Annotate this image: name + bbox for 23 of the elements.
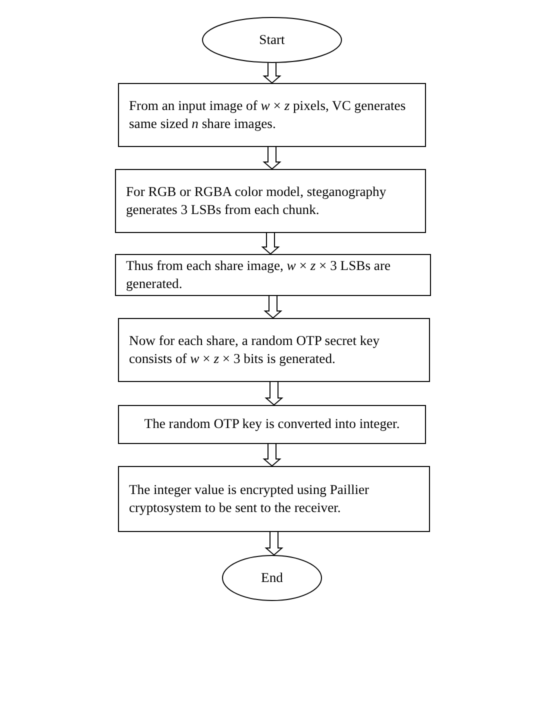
block-arrow <box>261 232 280 255</box>
step-text: For RGB or RGBA color model, steganography generates 3 LSBs from each chunk. <box>126 182 388 219</box>
step-text: From an input image of w × z pixels, VC generates same sized n share images. <box>129 96 407 133</box>
step-text: Thus from each share image, w × z × 3 LSBs are generated. <box>126 256 392 293</box>
process-box <box>115 169 426 233</box>
block-arrow <box>262 444 282 467</box>
block-arrow <box>264 382 284 406</box>
step-text: Start <box>259 30 285 49</box>
step-text: The integer value is encrypted using Paillier cryptosystem to be sent to the receiver. <box>129 480 370 517</box>
step-text: End <box>261 568 283 587</box>
process-box <box>118 466 430 532</box>
step-text: Now for each share, a random OTP secret key consists of w × z × 3 bits is generated. <box>129 332 381 368</box>
terminal-ellipse <box>222 555 322 601</box>
process-box <box>115 254 431 296</box>
block-arrow <box>262 62 282 84</box>
block-arrow <box>264 532 284 556</box>
block-arrow <box>262 146 282 170</box>
process-box <box>118 318 430 382</box>
block-arrow <box>264 296 282 319</box>
process-box <box>118 83 426 147</box>
process-box <box>118 405 426 444</box>
step-text: The random OTP key is converted into integer. <box>144 415 400 434</box>
terminal-ellipse <box>202 17 342 63</box>
